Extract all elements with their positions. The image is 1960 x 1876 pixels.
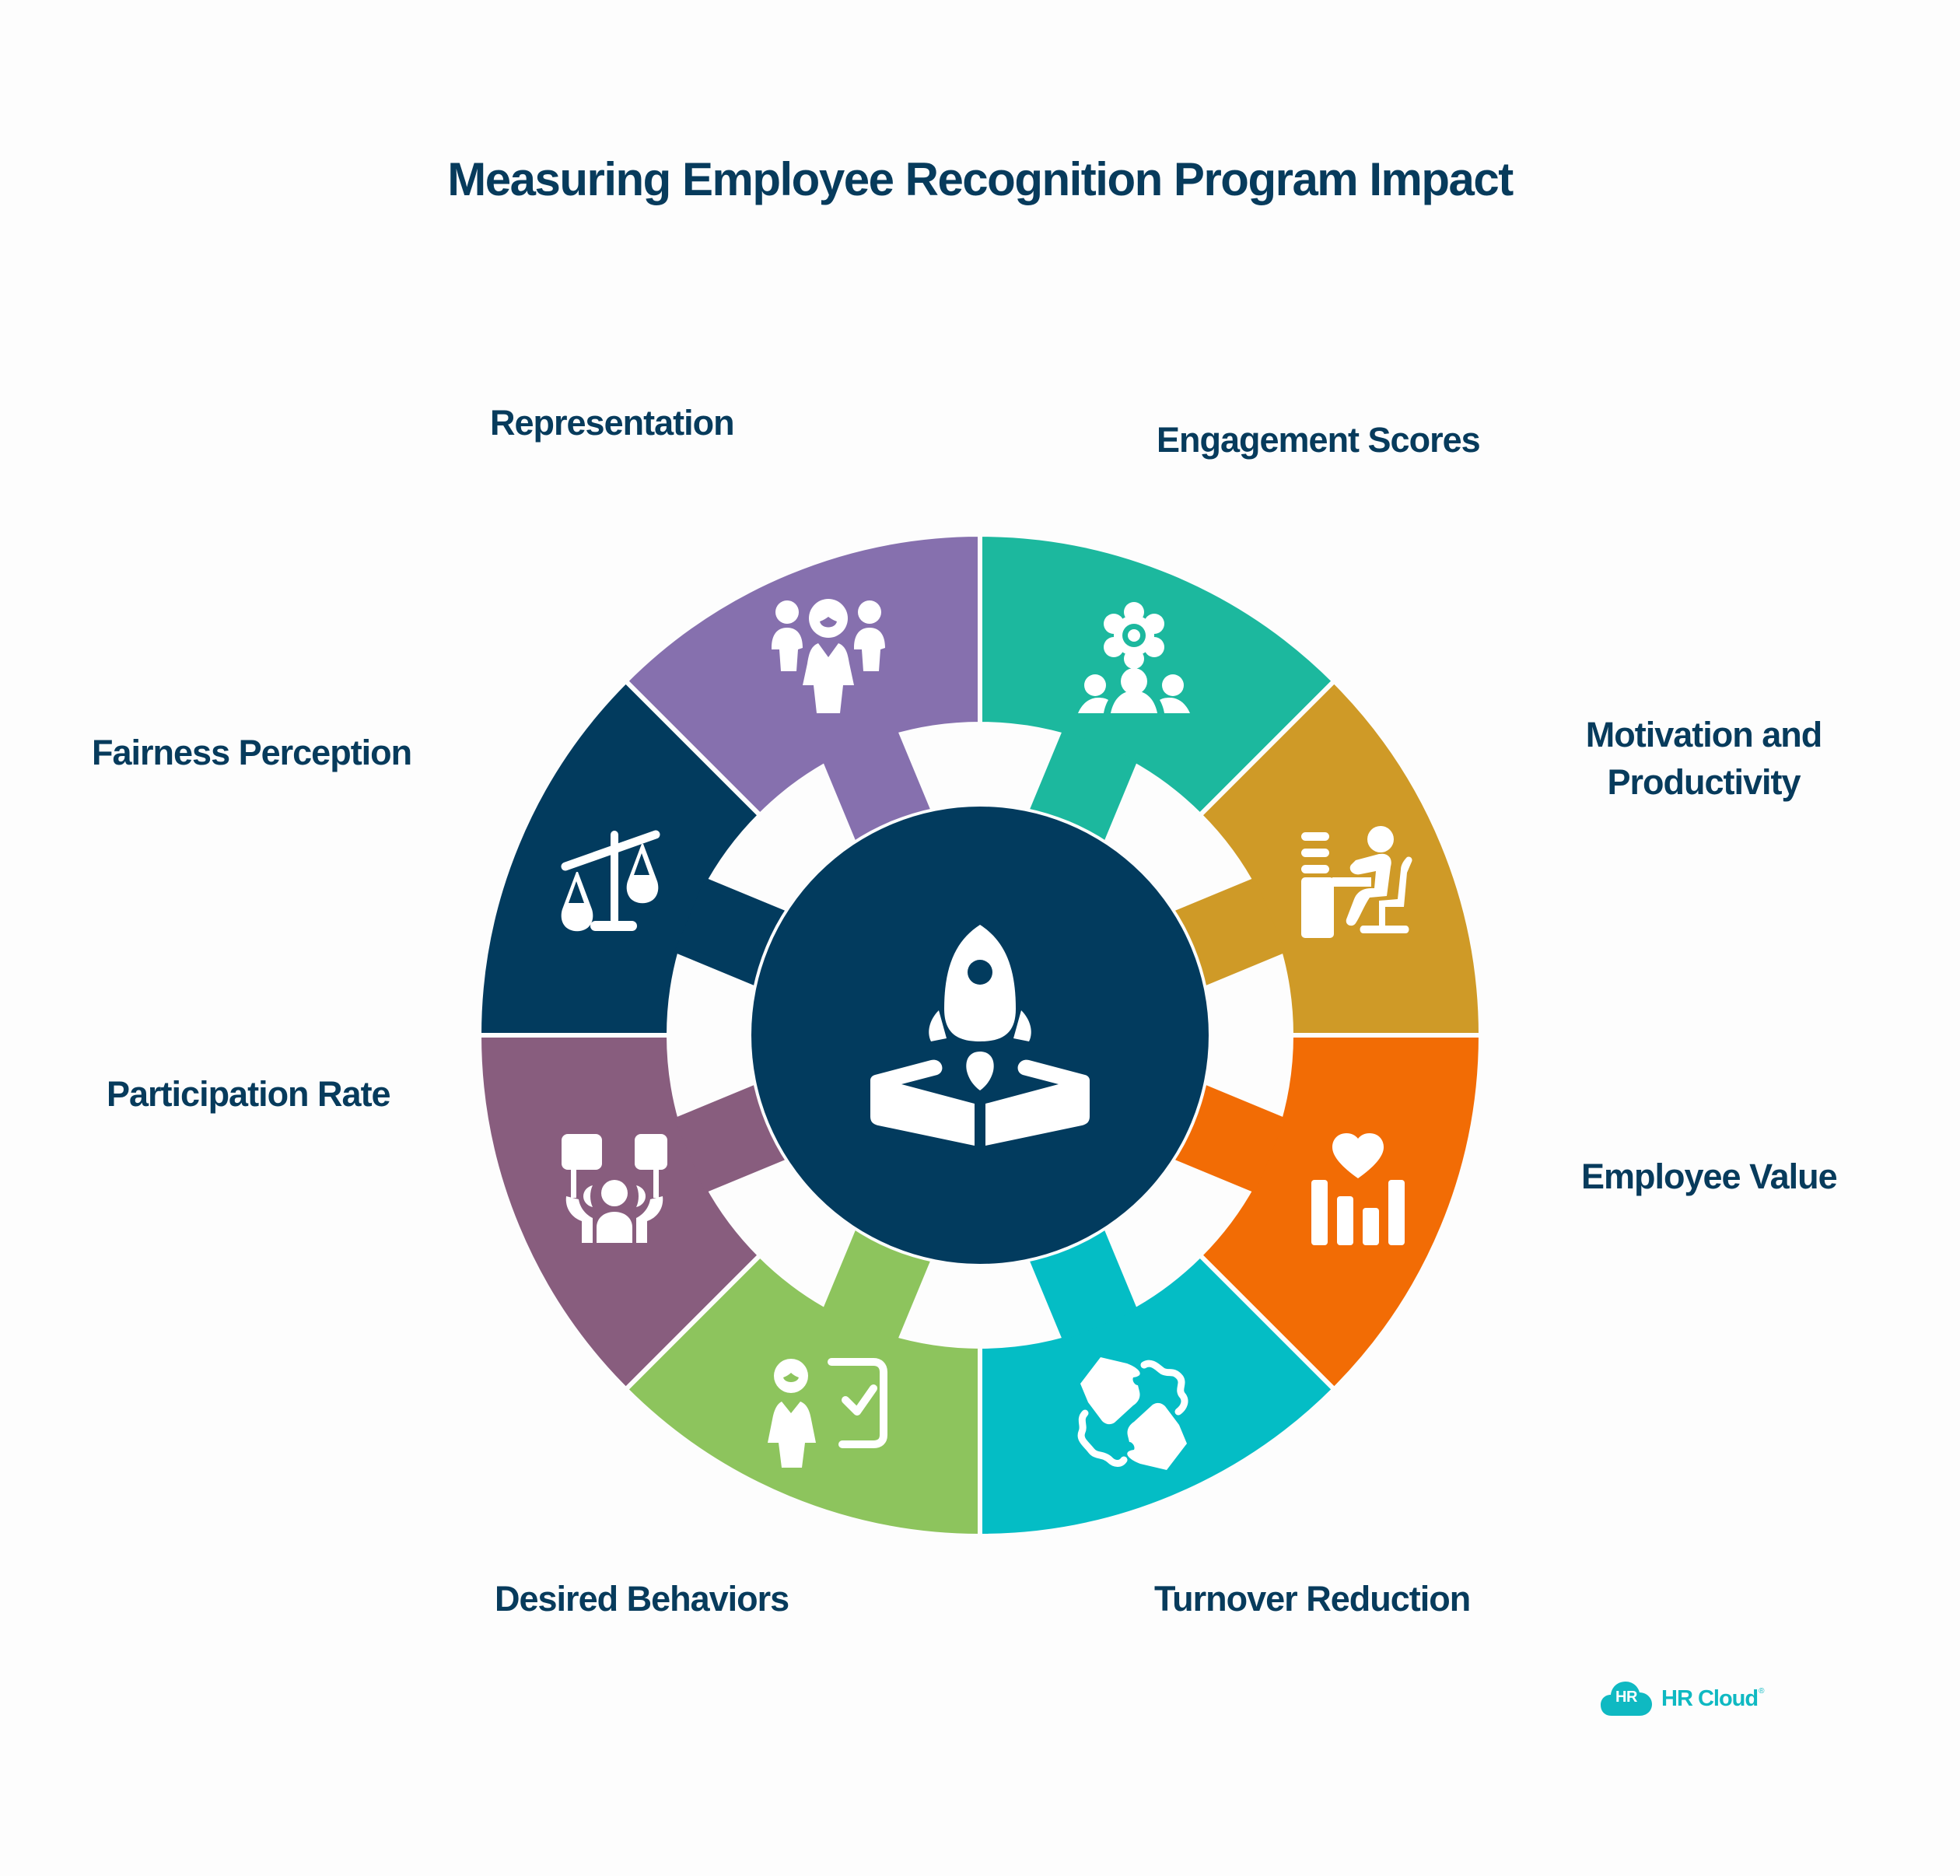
registered-mark: ® [1759,1686,1765,1696]
unplugged-icon [1077,1357,1188,1470]
label-fairness-perception: Fairness Perception [92,733,412,772]
team-gear-icon [1078,602,1190,713]
label-motivation-productivity: Motivation and Productivity [1577,711,1830,806]
person-at-desk-icon [1301,826,1412,938]
logo-badge-text: HR [1615,1689,1637,1706]
cloud-icon: HR [1601,1680,1652,1717]
label-participation-rate: Participation Rate [107,1074,391,1114]
label-desired-behaviors: Desired Behaviors [495,1579,789,1619]
person-checklist-icon [768,1358,887,1468]
rocket-launch-from-box-icon [870,925,1090,1146]
diverse-group-icon [772,599,885,713]
label-employee-value: Employee Value [1581,1157,1838,1196]
page-title: Measuring Employee Recognition Program I… [447,153,1514,205]
label-turnover-reduction: Turnover Reduction [1154,1579,1471,1619]
heart-bar-chart-icon [1311,1133,1405,1245]
label-representation: Representation [490,403,735,443]
balance-scale-icon [561,830,660,932]
label-engagement-scores: Engagement Scores [1157,420,1481,460]
hr-cloud-logo: HR HR Cloud ® [1601,1680,1764,1717]
logo-name: HR Cloud [1661,1685,1759,1711]
wheel-segments [476,531,1484,1539]
label-motivation-line2: Productivity [1607,762,1801,802]
crowd-signs-icon [562,1134,667,1243]
label-motivation-line1: Motivation and [1585,715,1822,754]
